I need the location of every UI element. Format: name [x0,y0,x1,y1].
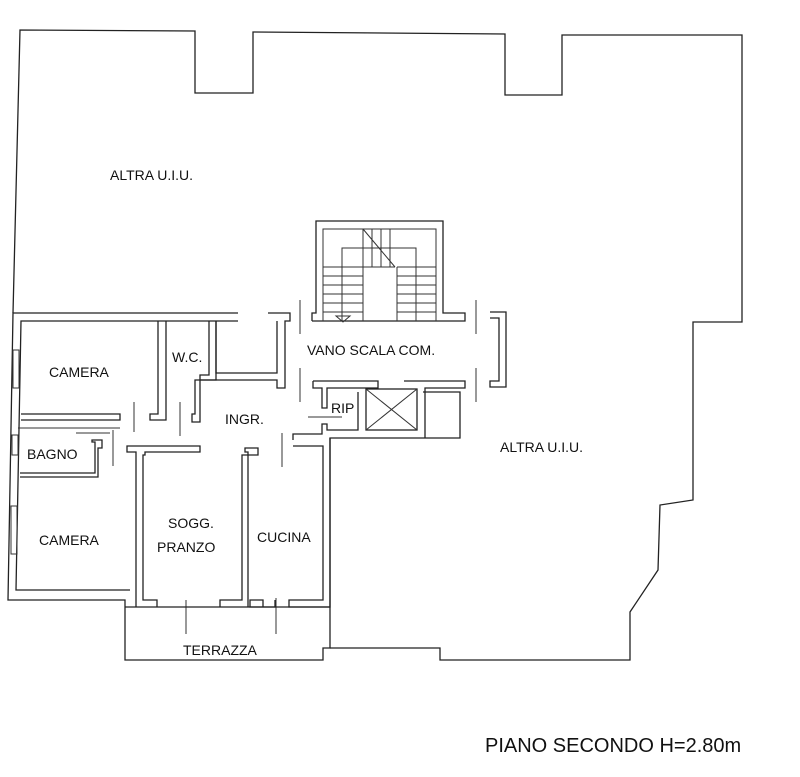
soggiorno-wall [126,445,201,607]
room-label-terrazza: TERRAZZA [183,642,258,658]
lift-shaft [365,388,418,431]
room-label-vano-scala: VANO SCALA COM. [307,342,435,358]
room-label-ingresso: INGR. [225,411,264,427]
wall [215,321,278,374]
wall [21,413,121,421]
wall [191,321,217,423]
room-label-altra-uiu-top: ALTRA U.I.U. [110,167,193,183]
stair-arrow-icon [334,315,352,323]
window [11,434,19,456]
wall [312,380,379,409]
room-label-altra-uiu-right: ALTRA U.I.U. [500,439,583,455]
room-label-bagno: BAGNO [27,446,78,462]
wall [200,312,291,389]
apartment-outer-wall [7,312,461,661]
room-label-soggiorno: SOGG. [168,515,214,531]
cucina-wall [249,599,276,608]
wall [404,380,466,438]
wall [489,311,507,388]
wall [288,438,331,608]
room-label-pranzo: PRANZO [157,539,215,555]
stair-treads [323,266,436,313]
door-marks [76,300,477,634]
room-label-camera-1: CAMERA [49,364,110,380]
wall [219,447,259,607]
stair-cut-line [362,228,396,268]
stair-inner [322,228,437,321]
rip-wall [292,392,359,440]
window [12,349,20,389]
stair-wall [311,220,466,322]
bagno-wall [20,439,103,478]
window [10,505,18,555]
wall [149,321,167,421]
plan-title: PIANO SECONDO H=2.80m [485,735,741,757]
building-outline [12,29,743,661]
room-label-wc: W.C. [172,349,202,365]
room-label-rip: RIP [331,400,354,416]
room-label-camera-2: CAMERA [39,532,100,548]
room-label-cucina: CUCINA [257,529,311,545]
